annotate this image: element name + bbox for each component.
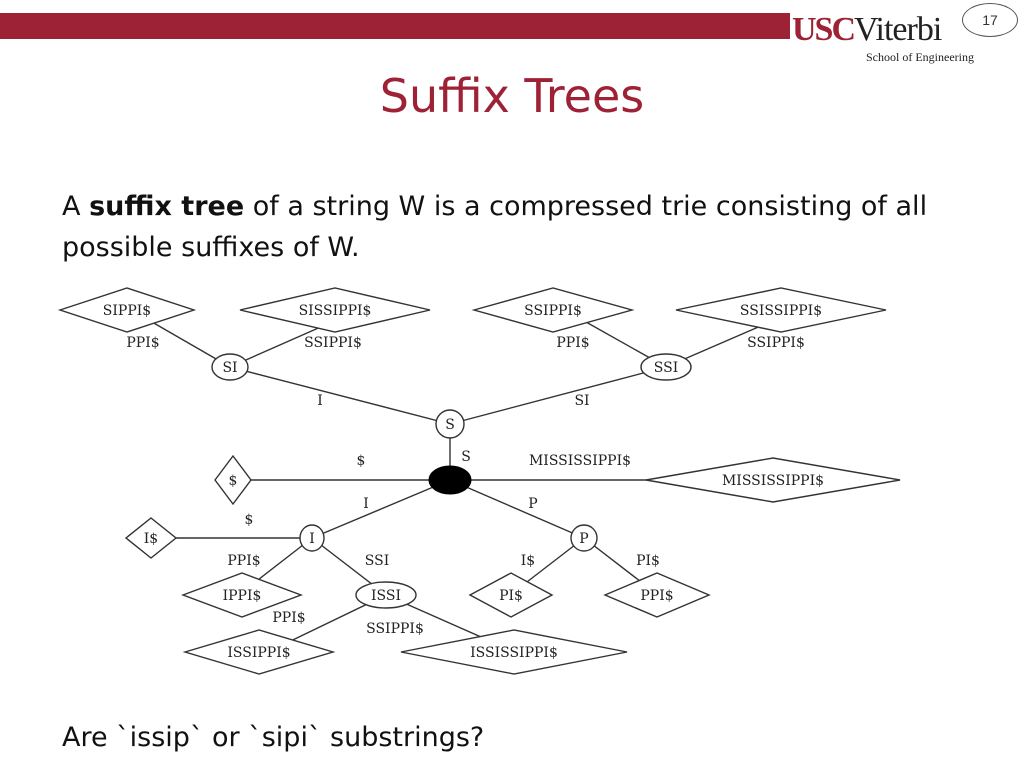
logo-subtitle: School of Engineering [866,50,974,64]
leaf-nodes: SIPPI$ SISSIPPI$ SSIPPI$ SSISSIPPI$ $ MI… [57,287,901,675]
node-s-label: S [445,417,455,433]
leaf-ssissippis [675,287,887,333]
edge-label-issi-issippis: PPI$ [272,610,305,626]
edge-label-i-ippis: PPI$ [227,553,260,569]
slide-title: Suffix Trees [379,69,645,123]
edge-label-i-issi: SSI [365,553,389,569]
leaf-issippis [182,629,336,675]
edge-label-p-pis: I$ [521,553,535,569]
question-text: Are `issip` or `sipi` substrings? [62,722,485,753]
node-ssi-label: SSI [654,360,678,376]
edge-label-root-mississippis: MISSISSIPPI$ [529,453,631,469]
leaf-ississippis [400,629,628,675]
leaf-ppis-label: PPI$ [640,588,673,604]
leaf-ippis [180,572,304,618]
usc-viterbi-logo: USCViterbi School of Engineering [792,13,982,73]
edge-s-ssi [449,366,667,425]
intro-text-start: A [62,191,90,222]
edge-label-root-s: S [461,449,471,465]
node-i [299,524,325,552]
node-issi [355,581,417,609]
edge-label-i-is: $ [245,512,254,528]
leaf-pis-label: PI$ [499,588,523,604]
leaf-ssissippis-label: SSISSIPPI$ [740,303,822,319]
leaf-sissippis-label: SISSIPPI$ [299,303,372,319]
node-p [570,524,598,552]
edge-labels: PPI$ SSIPPI$ PPI$ SSIPPI$ I SI S $ MISSI… [126,335,805,637]
intro-paragraph: A suffix tree of a string W is a compres… [62,186,962,268]
leaf-sippis-label: SIPPI$ [103,303,151,319]
node-ssi [640,353,692,381]
internal-nodes: S SI SSI I ISSI P [211,353,692,609]
edge-si-sissippis [229,321,333,368]
logo-viterbi: Viterbi [854,11,942,48]
root-node [428,465,472,495]
node-si-label: SI [222,360,237,376]
leaf-ippis-label: IPPI$ [223,588,262,604]
edge-label-s-si: I [317,393,323,409]
logo-usc: USC [792,11,856,48]
edge-root-i [311,479,451,539]
node-si [211,353,249,381]
edge-label-si-sissippis: SSIPPI$ [304,335,362,351]
leaf-is-label: I$ [144,531,158,547]
leaf-mississippis-label: MISSISSIPPI$ [722,473,824,489]
edge-root-p [449,479,585,539]
edge-label-s-ssi: SI [574,393,589,409]
node-issi-label: ISSI [371,588,401,604]
page-number-badge: 17 [962,3,1018,37]
node-p-label: P [579,531,588,547]
edge-s-si [229,366,451,425]
edge-label-root-i: I [363,496,369,512]
leaf-ssippis-label: SSIPPI$ [524,303,582,319]
edge-label-root-dollar: $ [357,453,366,469]
leaf-dollar-label: $ [229,473,238,489]
leaf-dollar [214,454,252,506]
leaf-ssippis [471,287,635,333]
intro-term: suffix tree [89,191,245,222]
edge-label-si-sippis: PPI$ [126,335,159,351]
leaf-ppis [603,572,711,618]
leaf-sippis [57,287,197,333]
intro-text-end: of a string W is a compressed trie consi… [62,191,928,263]
edge-label-root-p: P [528,496,537,512]
edge-label-ssi-ssippis: PPI$ [556,335,589,351]
leaf-sissippis [239,287,431,333]
edge-label-p-ppis: PI$ [636,553,660,569]
edge-label-issi-ississippis: SSIPPI$ [366,621,424,637]
leaf-mississippis [645,457,901,503]
leaf-ississippis-label: ISSISSIPPI$ [470,645,558,661]
node-s [435,409,465,439]
leaf-pis [468,572,554,618]
leaf-issippis-label: ISSIPPI$ [227,645,290,661]
header-bar [0,13,790,39]
edge-label-ssi-ssissippis: SSIPPI$ [747,335,805,351]
node-i-label: I [309,531,315,547]
page-number: 17 [982,12,998,28]
leaf-is [124,517,178,559]
